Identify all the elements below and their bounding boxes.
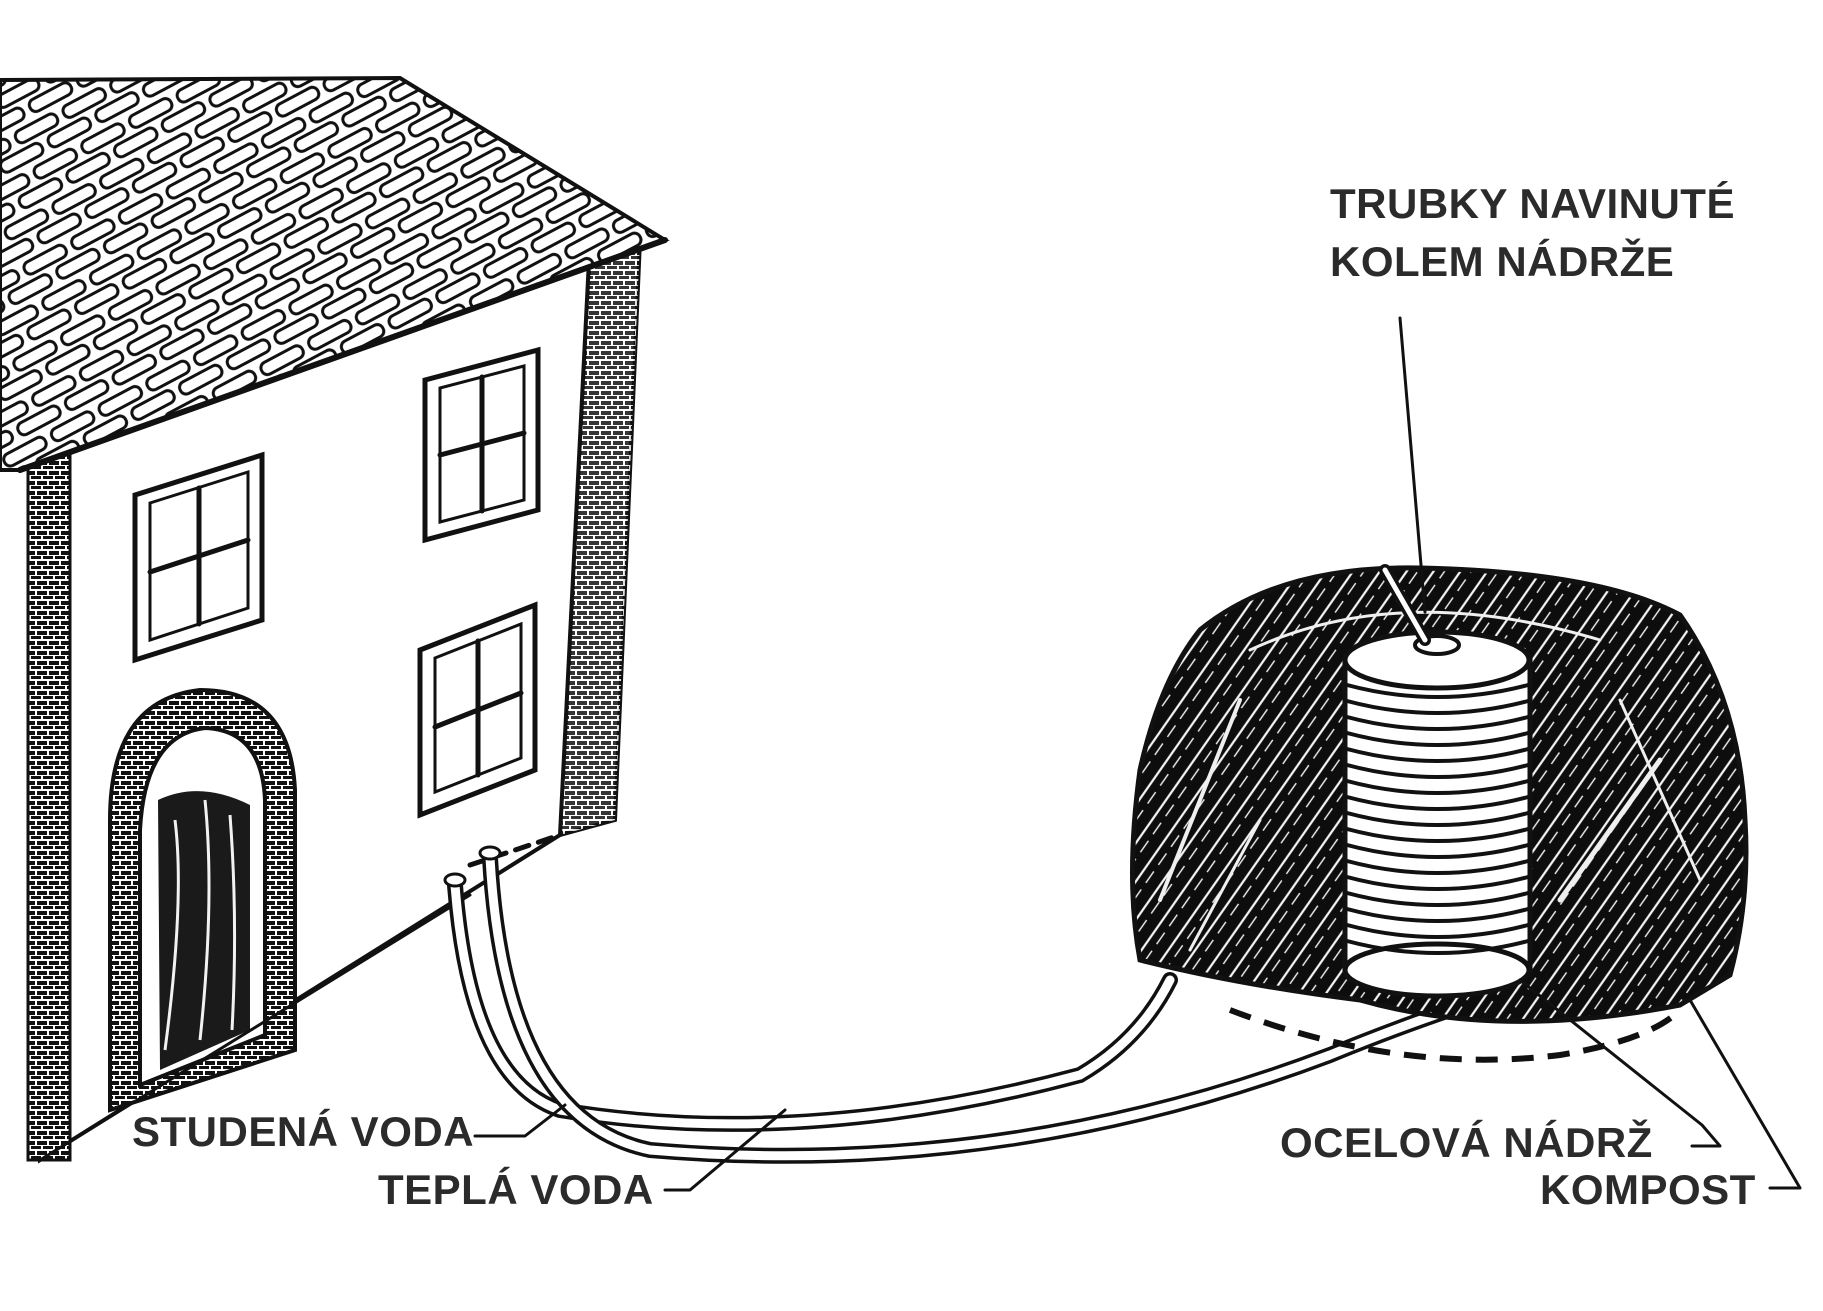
coil-ring — [1346, 843, 1529, 859]
house-drawing — [0, 75, 670, 1164]
label-cold-water: STUDENÁ VODA — [132, 1108, 474, 1155]
arched-door — [108, 687, 297, 1113]
coil-ring — [1346, 875, 1529, 891]
coil-ring — [1346, 699, 1529, 715]
label-pipes-coiled-line2: KOLEM NÁDRŽE — [1330, 237, 1674, 285]
window-upper-left — [132, 451, 265, 664]
label-pipes-coiled-line1: TRUBKY NAVINUTÉ — [1330, 180, 1735, 227]
steel-tank-coil — [1342, 564, 1533, 999]
coil-ring — [1346, 827, 1529, 843]
coil-ring — [1346, 811, 1529, 827]
coil-ring — [1346, 731, 1529, 747]
coil-ring — [1346, 939, 1529, 955]
window-upper-right — [422, 346, 541, 544]
label-compost: KOMPOST — [1540, 1166, 1756, 1213]
coil-ring — [1346, 683, 1529, 699]
diagram-labels: TRUBKY NAVINUTÉ KOLEM NÁDRŽE STUDENÁ VOD… — [132, 180, 1756, 1213]
leader-lines — [473, 316, 1802, 1192]
coil-ring — [1346, 923, 1529, 939]
coil-ring — [1346, 795, 1529, 811]
coil-ring — [1346, 763, 1529, 779]
coil-rings — [1346, 683, 1529, 955]
label-steel-tank: OCELOVÁ NÁDRŽ — [1280, 1118, 1653, 1166]
water-pipes — [443, 845, 1538, 1164]
coil-ring — [1346, 715, 1529, 731]
coil-ring — [1346, 779, 1529, 795]
coil-ring — [1346, 747, 1529, 763]
coil-ring — [1346, 907, 1529, 923]
coil-ring — [1346, 891, 1529, 907]
label-hot-water: TEPLÁ VODA — [378, 1166, 654, 1213]
window-lower-right — [417, 601, 538, 819]
coil-ring — [1346, 859, 1529, 875]
